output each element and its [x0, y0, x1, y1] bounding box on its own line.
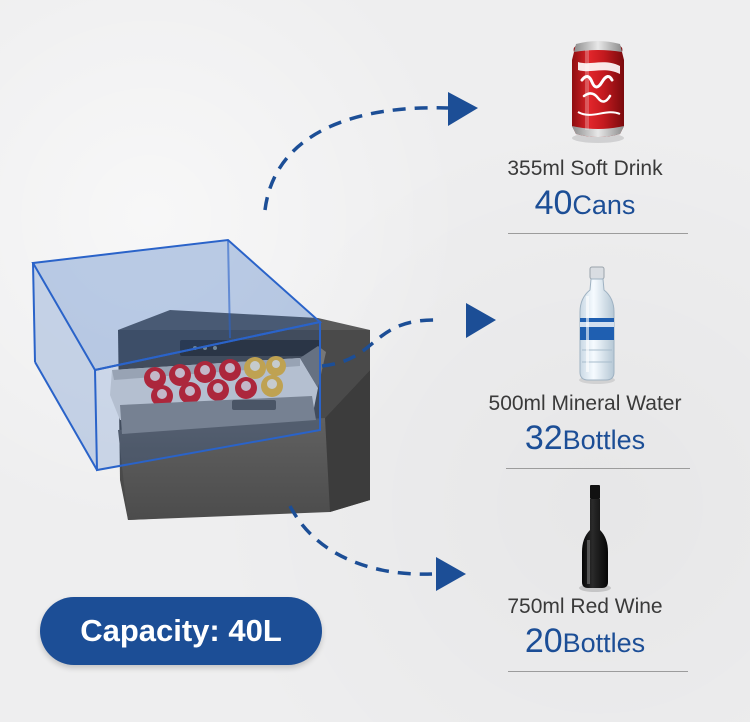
capacity-cube	[31, 238, 323, 472]
wine-bottle-icon	[579, 485, 611, 592]
item-count: 32	[524, 419, 563, 457]
item-quantity: 20Bottles	[480, 621, 690, 668]
item-mineral-water: 500ml Mineral Water 32Bottles	[480, 392, 690, 469]
soda-can-icon	[572, 41, 624, 143]
item-quantity: 32Bottles	[480, 418, 690, 465]
arrow-to-cans	[263, 92, 478, 211]
item-description: 750ml Red Wine	[507, 595, 663, 618]
item-unit: Cans	[572, 190, 636, 220]
water-bottle-icon	[579, 266, 615, 384]
divider	[508, 671, 688, 672]
item-red-wine: 750ml Red Wine 20Bottles	[480, 595, 690, 672]
divider	[506, 468, 690, 469]
item-soft-drink: 355ml Soft Drink 40Cans	[480, 157, 690, 234]
item-quantity: 40Cans	[480, 183, 690, 230]
arrow-to-water	[321, 303, 496, 368]
capacity-badge: Capacity: 40L	[40, 597, 322, 665]
item-description: 355ml Soft Drink	[507, 157, 663, 180]
item-count: 40	[534, 184, 573, 222]
item-unit: Bottles	[562, 425, 646, 455]
divider	[508, 233, 688, 234]
arrow-to-wine	[288, 505, 466, 591]
item-count: 20	[524, 622, 563, 660]
item-description: 500ml Mineral Water	[488, 392, 682, 415]
item-unit: Bottles	[562, 628, 646, 658]
